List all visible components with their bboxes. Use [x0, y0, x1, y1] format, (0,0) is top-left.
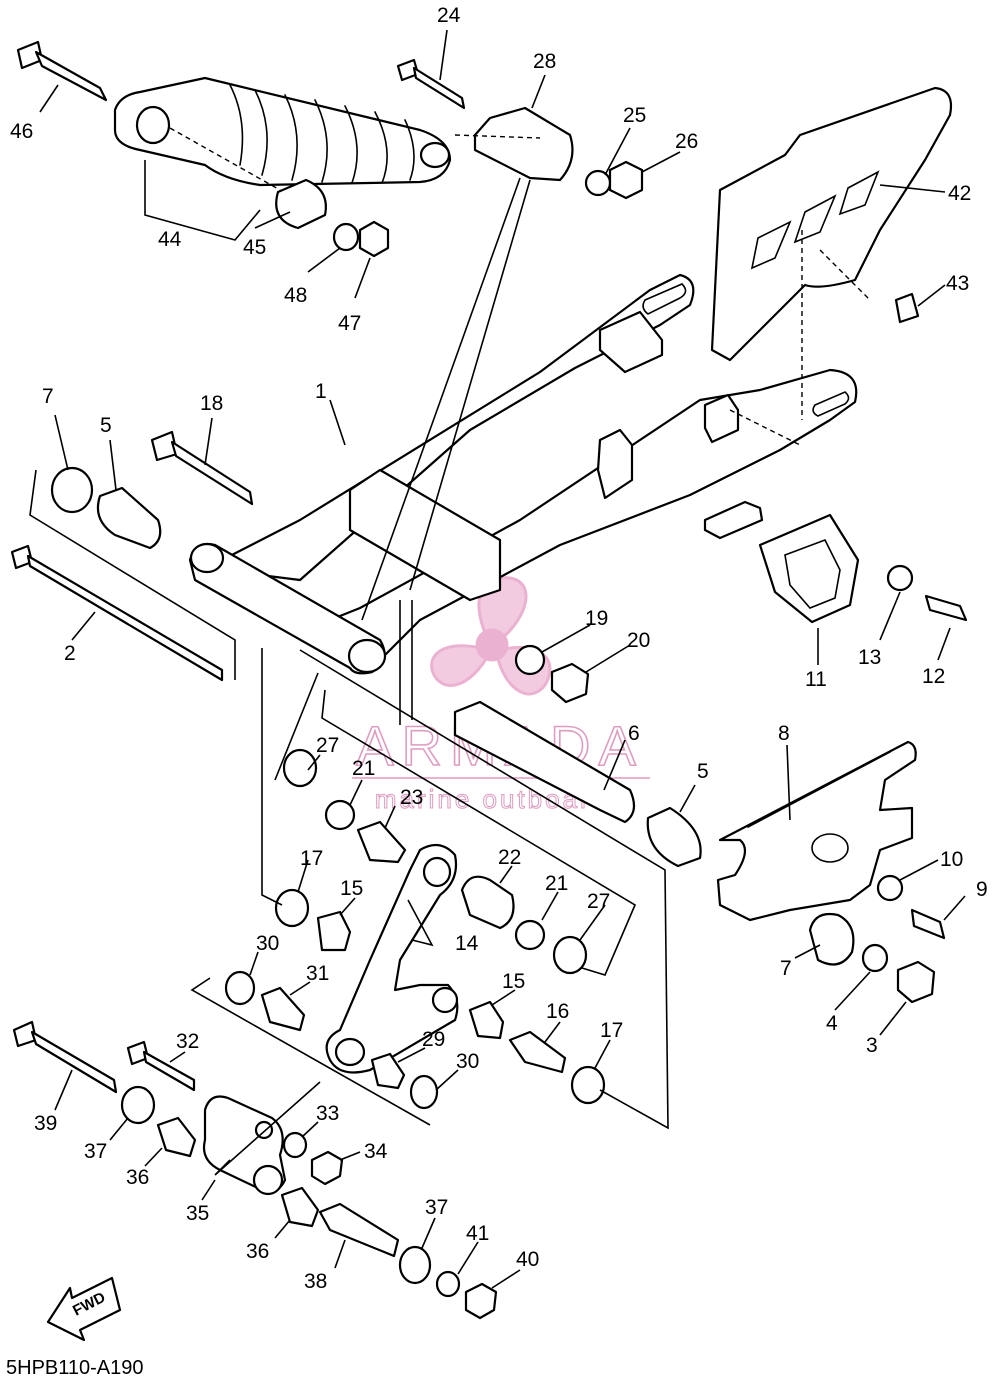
forward-direction-arrow: FWD [46, 1276, 122, 1342]
relay-arm [325, 843, 459, 1074]
callout-41: 41 [466, 1222, 489, 1245]
callout-7-top: 7 [42, 385, 54, 408]
callout-6: 6 [628, 722, 640, 745]
connecting-rod [202, 1095, 287, 1196]
assembly-lines [29, 127, 871, 1176]
callout-4: 4 [826, 1012, 838, 1035]
callout-15-right: 15 [502, 970, 525, 993]
callout-46: 46 [10, 120, 33, 143]
callout-8: 8 [778, 722, 790, 745]
callout-5-top: 5 [100, 414, 112, 437]
callout-47: 47 [338, 312, 361, 335]
callout-30-right: 30 [456, 1050, 479, 1073]
callout-30-left: 30 [256, 932, 279, 955]
diagram-code: 5HPB110-A190 [6, 1357, 144, 1379]
chain-guard [710, 86, 953, 362]
callout-14: 14 [455, 932, 479, 955]
callout-11: 11 [805, 668, 827, 691]
callout-23: 23 [400, 786, 423, 809]
callout-27-left: 27 [316, 734, 339, 757]
callout-39: 39 [34, 1112, 57, 1135]
callout-36-upper: 36 [126, 1166, 149, 1189]
callout-25: 25 [623, 104, 646, 127]
callout-43: 43 [946, 272, 969, 295]
callout-45: 45 [243, 236, 266, 259]
callout-17-left: 17 [300, 847, 323, 870]
callout-36-lower: 36 [246, 1240, 269, 1263]
callout-9: 9 [976, 878, 988, 901]
callout-7-lower: 7 [780, 957, 792, 980]
callout-21-right: 21 [545, 872, 568, 895]
callout-27-right: 27 [587, 890, 610, 913]
callout-13: 13 [858, 646, 881, 669]
callout-10: 10 [940, 848, 963, 871]
callout-numbers: 1 2 3 4 5 5 6 7 7 8 9 10 11 12 13 14 15 … [10, 4, 988, 1293]
callout-18: 18 [200, 392, 223, 415]
chain-support [758, 513, 860, 624]
callout-1: 1 [315, 380, 327, 403]
callout-2: 2 [64, 642, 76, 665]
callout-29: 29 [422, 1028, 445, 1051]
callout-3: 3 [866, 1034, 878, 1057]
callout-35: 35 [186, 1202, 209, 1225]
callout-24: 24 [437, 4, 461, 27]
callout-5-lower: 5 [697, 760, 709, 783]
callout-17-right: 17 [600, 1019, 623, 1042]
callout-37-right: 37 [425, 1196, 448, 1219]
callout-22: 22 [498, 846, 521, 869]
callout-48: 48 [284, 284, 307, 307]
small-parts [10, 40, 968, 1320]
rear-shock-absorber [113, 76, 452, 187]
callout-37-left: 37 [84, 1140, 107, 1163]
callout-34: 34 [364, 1140, 388, 1163]
callout-42: 42 [948, 182, 971, 205]
callout-44: 44 [158, 228, 182, 251]
callout-16: 16 [546, 1000, 569, 1023]
callout-leaders [39, 29, 966, 1289]
callout-33: 33 [316, 1102, 339, 1125]
callout-32: 32 [176, 1030, 199, 1053]
callout-40: 40 [516, 1248, 539, 1271]
callout-31: 31 [306, 962, 329, 985]
callout-15-left: 15 [340, 877, 363, 900]
callout-19: 19 [585, 607, 608, 630]
callout-20: 20 [627, 629, 650, 652]
callout-28: 28 [533, 50, 556, 73]
propeller-logo-icon [430, 576, 552, 696]
callout-38: 38 [304, 1270, 327, 1293]
callout-26: 26 [675, 130, 698, 153]
chain-puller [716, 740, 917, 922]
callout-12: 12 [922, 665, 945, 688]
callout-21-left: 21 [352, 757, 375, 780]
